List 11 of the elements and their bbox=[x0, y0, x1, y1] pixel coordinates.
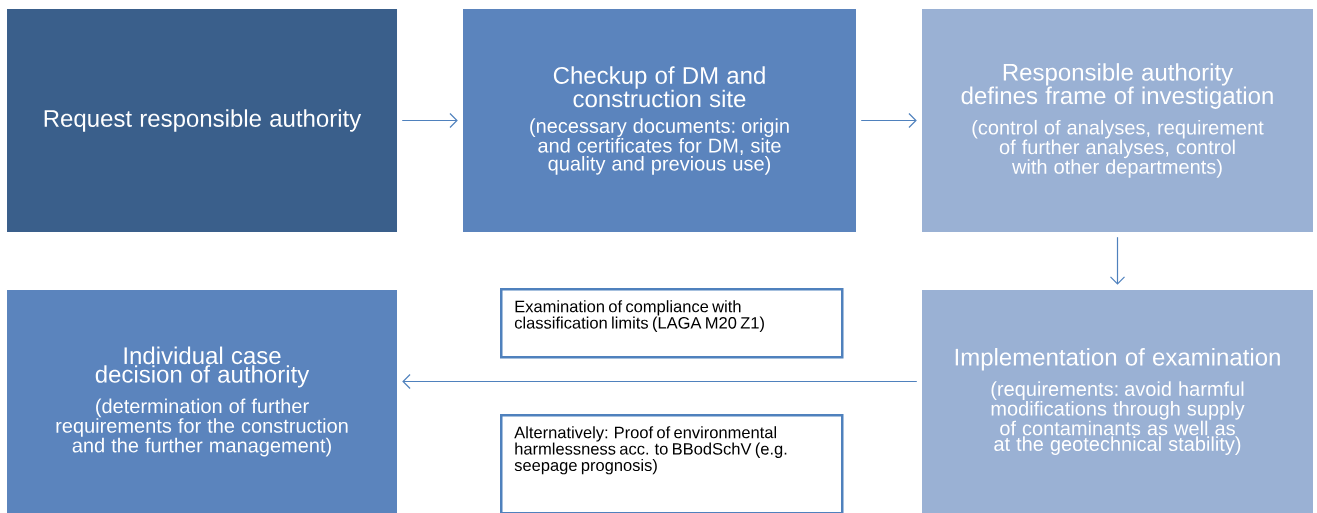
arrow bbox=[860, 112, 917, 129]
process-box: Request responsible authority bbox=[7, 9, 397, 232]
process-box: Responsible authority defines frame of investigation (control of analyses, requirement of further analyses, control with other departments) bbox=[922, 9, 1313, 232]
process-box: Checkup of DM and construction site (necessary documents: origin and certificates for DM, site quality and previous use) bbox=[463, 9, 856, 232]
arrow bbox=[401, 112, 458, 129]
arrow bbox=[402, 373, 918, 390]
note-box: Examination of compliance with classification limits (LAGA M20 Z1) bbox=[500, 288, 844, 359]
process-box: Implementation of examination (requirements: avoid harmful modifications through supply of contaminants as well as at the geotechnical stability) bbox=[922, 290, 1313, 513]
process-box: Individual case decision of authority (determination of further requirements for the construction and the further management) bbox=[7, 290, 397, 513]
arrow bbox=[1109, 236, 1126, 285]
note-box: Alternatively: Proof of environmental harmlessness acc. to BBodSchV (e.g. seepage prognosis) bbox=[500, 414, 844, 513]
